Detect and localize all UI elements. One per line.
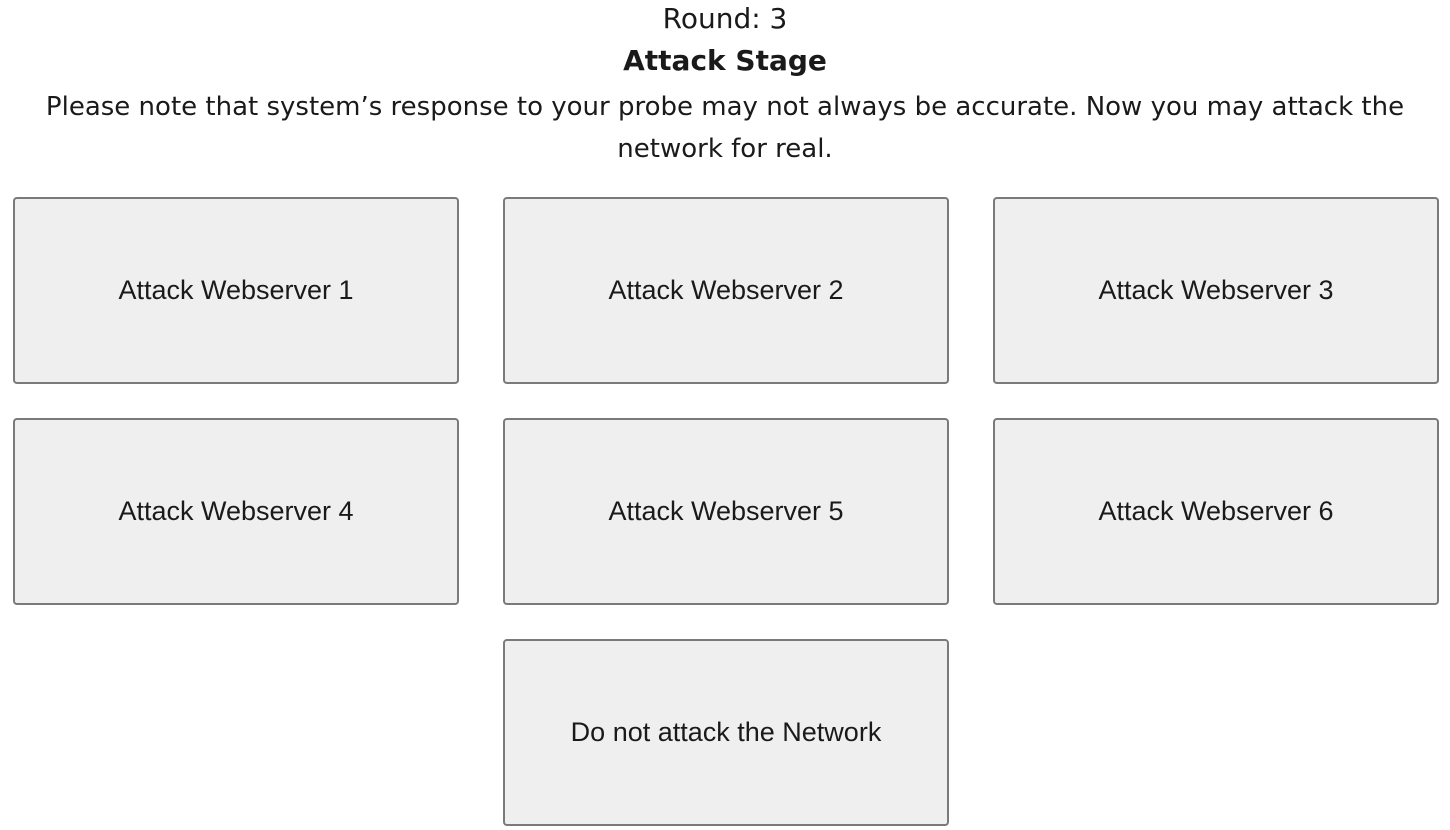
stage-title: Attack Stage (623, 44, 827, 77)
attack-webserver-6-button[interactable]: Attack Webserver 6 (993, 418, 1439, 605)
attack-webserver-4-button[interactable]: Attack Webserver 4 (13, 418, 459, 605)
stage-instructions: Please note that system’s response to yo… (45, 92, 1405, 164)
attack-webserver-2-button[interactable]: Attack Webserver 2 (503, 197, 949, 384)
attack-webserver-5-button[interactable]: Attack Webserver 5 (503, 418, 949, 605)
attack-webserver-1-button[interactable]: Attack Webserver 1 (13, 197, 459, 384)
attack-webserver-3-button[interactable]: Attack Webserver 3 (993, 197, 1439, 384)
round-indicator: Round: 3 (662, 2, 788, 35)
do-not-attack-button[interactable]: Do not attack the Network (503, 639, 949, 826)
